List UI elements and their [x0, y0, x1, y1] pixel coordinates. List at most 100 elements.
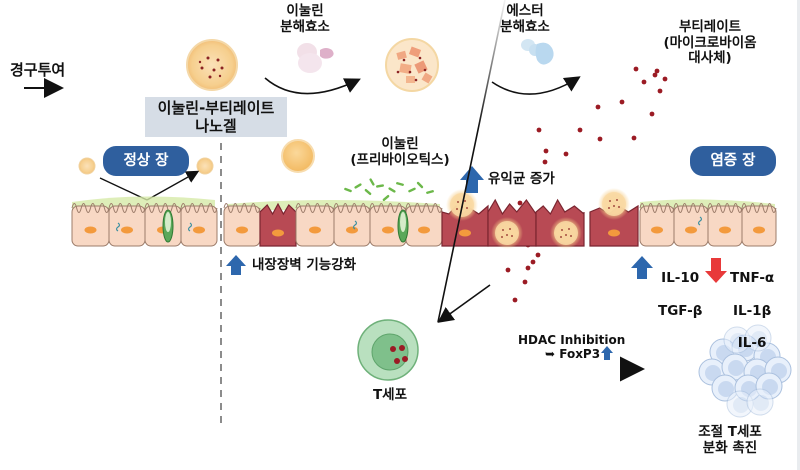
beneficial-bacteria-icon — [344, 178, 434, 201]
butyrate-dot — [536, 127, 542, 133]
bacteria-up-arrow-icon — [460, 166, 484, 193]
foxp3-up-arrow-icon — [601, 346, 613, 360]
inulin-prebiotics-label: 이눌린 (프리바이오틱스) — [350, 136, 450, 168]
butyrate-dot — [597, 136, 603, 142]
cytokine-il10: IL-10 — [661, 270, 700, 287]
healthy-cell — [673, 203, 709, 247]
inulin-particle-icon — [281, 139, 315, 173]
t-cell-icon — [357, 319, 419, 381]
inflamed-cell — [589, 204, 639, 247]
downregulated-cytokines: TNF-α IL-1β IL-6 — [730, 254, 774, 367]
upregulated-cytokines: IL-10 TGF-β — [658, 254, 702, 335]
nanogel-particle-icon — [186, 39, 238, 91]
normal-gut-particles — [78, 157, 214, 201]
bacterium — [426, 190, 434, 194]
treg-cell — [726, 390, 754, 418]
tight-junction — [187, 222, 193, 232]
butyrate-dot — [525, 265, 531, 271]
healthy-cell — [180, 203, 218, 247]
butyrate-dot — [641, 79, 647, 85]
cytokine-tnfa: TNF-α — [730, 270, 775, 287]
nanogel-label: 이눌린-부티레이트 나노겔 — [145, 97, 287, 137]
healthy-cell — [223, 203, 261, 247]
oral-administration-label: 경구투여 — [10, 61, 66, 79]
t-cell-label: T세포 — [372, 387, 408, 403]
inflamed-gut-badge: 염증 장 — [690, 146, 776, 176]
butyrate-dot — [577, 127, 583, 133]
nanogel-in-tissue — [598, 188, 630, 220]
butyrate-dot — [563, 151, 569, 157]
hdac-inhibition-label: HDAC Inhibition — [518, 333, 626, 347]
barrier-up-arrow-icon — [226, 255, 246, 275]
butyrate-dot — [505, 267, 511, 273]
butyrate-dot — [619, 99, 625, 105]
bacterium — [369, 178, 375, 186]
butyrate-dot — [542, 159, 548, 165]
butyrate-dot — [522, 279, 528, 285]
healthy-cell — [639, 203, 675, 247]
nanogel-in-tissue — [491, 217, 523, 249]
nanogel-in-tissue — [550, 217, 582, 249]
treg-cell — [744, 324, 772, 352]
cytokine-up-arrow-icon — [631, 256, 653, 279]
nanogels-at-inflamed-site — [446, 188, 630, 249]
bacterium — [396, 182, 404, 186]
healthy-cell — [741, 203, 777, 247]
butyrate-dot — [517, 200, 523, 206]
butyrate-dot — [649, 111, 655, 117]
butyrate-dot — [543, 148, 549, 154]
regulatory-t-cell-cluster-icon — [698, 324, 792, 418]
bacterium — [364, 189, 372, 195]
ester-enzyme-label: 에스터 분해효소 — [500, 3, 550, 35]
bacterium — [376, 184, 384, 188]
butyrate-dot — [654, 68, 660, 74]
tight-junction — [352, 220, 358, 230]
butyrate-label: 부티레이트 (마이크로바이옴 대사체) — [663, 19, 757, 67]
ester-degradation-arrow — [491, 76, 581, 95]
butyrate-dot — [631, 135, 637, 141]
frame-border — [797, 0, 800, 470]
healthy-cell — [405, 203, 443, 247]
mucus-layer — [72, 196, 215, 210]
foxp3-label: ➥ FoxP3 — [545, 347, 601, 361]
healthy-cell — [295, 203, 335, 247]
inflamed-cell — [259, 202, 297, 247]
butyrate-dot — [535, 252, 541, 258]
butyrate-dot — [657, 88, 663, 94]
inulin-enzyme-label: 이눌린 분해효소 — [280, 3, 330, 35]
butyrate-dot — [662, 76, 668, 82]
intestinal-epithelium — [71, 196, 777, 247]
treg-cell — [746, 388, 774, 416]
bacterium — [408, 187, 416, 193]
inulin-degradation-arrow — [264, 77, 361, 95]
bacterium — [354, 183, 362, 189]
cytokine-il1b: IL-1β — [732, 302, 772, 319]
cytokine-down-arrow-icon — [705, 258, 727, 283]
ester-enzyme-icon — [521, 39, 554, 65]
normal-gut-badge: 정상 장 — [103, 146, 189, 176]
degraded-nanogel-icon — [385, 38, 439, 92]
beneficial-bacteria-label: 유익균 증가 — [488, 171, 555, 187]
cytokine-tgfb: TGF-β — [658, 302, 703, 319]
tight-junction — [115, 222, 121, 232]
tight-junction — [697, 216, 703, 226]
healthy-cell — [369, 203, 407, 247]
inulin-enzyme-icon — [297, 43, 334, 73]
to-tcell-arrow — [437, 0, 506, 323]
bacterium — [388, 187, 396, 193]
barrier-function-label: 내장장벽 기능강화 — [252, 257, 357, 273]
bacterium — [344, 187, 352, 193]
butyrate-dot — [595, 104, 601, 110]
butyrate-dot — [530, 259, 536, 265]
treg-differentiation-label: 조절 T세포 분화 촉진 — [698, 424, 762, 456]
healthy-cell — [333, 203, 371, 247]
butyrate-dot — [633, 66, 639, 72]
bacterium — [382, 195, 390, 201]
healthy-cell — [71, 203, 110, 247]
butyrate-dot — [652, 72, 658, 78]
healthy-cell — [108, 203, 146, 247]
butyrate-dot — [512, 297, 518, 303]
bacterium — [416, 181, 424, 189]
